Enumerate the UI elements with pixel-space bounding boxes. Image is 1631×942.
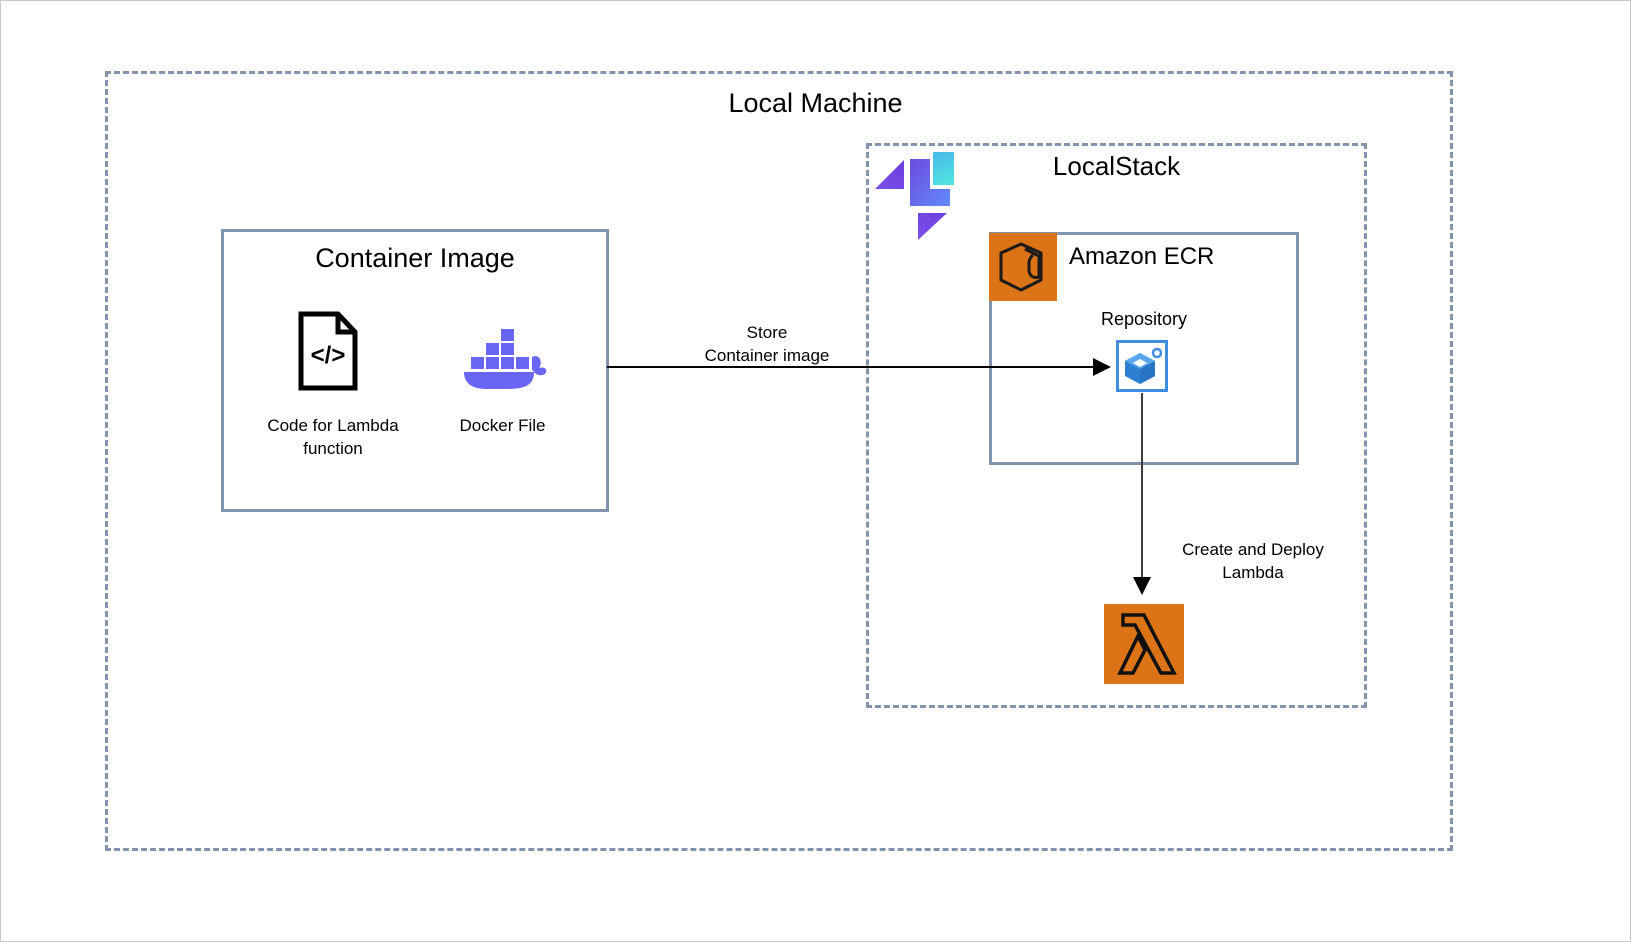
- deploy-label-line2: Lambda: [1222, 562, 1284, 582]
- container-image-title: Container Image: [315, 243, 515, 273]
- ecr-repository-icon: [1116, 340, 1168, 397]
- amazon-ecr-title: Amazon ECR: [1069, 243, 1215, 270]
- create-deploy-lambda-label: Create and Deploy Lambda: [1161, 539, 1345, 585]
- store-container-image-label: Store Container image: [637, 322, 897, 368]
- localstack-logo-icon: [874, 151, 960, 246]
- code-caption-line2: function: [303, 438, 363, 458]
- store-label-line1: Store: [746, 323, 788, 342]
- store-arrow: [607, 358, 1111, 376]
- code-for-lambda-caption: Code for Lambda function: [239, 415, 427, 461]
- localstack-title: LocalStack: [1052, 151, 1181, 181]
- deploy-label-line1: Create and Deploy: [1182, 540, 1324, 559]
- aws-lambda-icon: [1104, 604, 1184, 689]
- store-label-line2: Container image: [704, 345, 830, 365]
- docker-file-caption: Docker File: [459, 416, 546, 435]
- local-machine-container: [105, 71, 1453, 851]
- svg-text:</>: </>: [311, 342, 346, 369]
- code-file-icon: </>: [297, 311, 359, 396]
- amazon-ecr-icon: [989, 233, 1057, 306]
- docker-whale-icon: [456, 321, 548, 394]
- deploy-arrow: [1133, 393, 1151, 595]
- localstack-container: [866, 143, 1367, 708]
- local-machine-title: Local Machine: [728, 88, 903, 118]
- repository-label: Repository: [1100, 309, 1188, 329]
- code-caption-line1: Code for Lambda: [267, 416, 399, 435]
